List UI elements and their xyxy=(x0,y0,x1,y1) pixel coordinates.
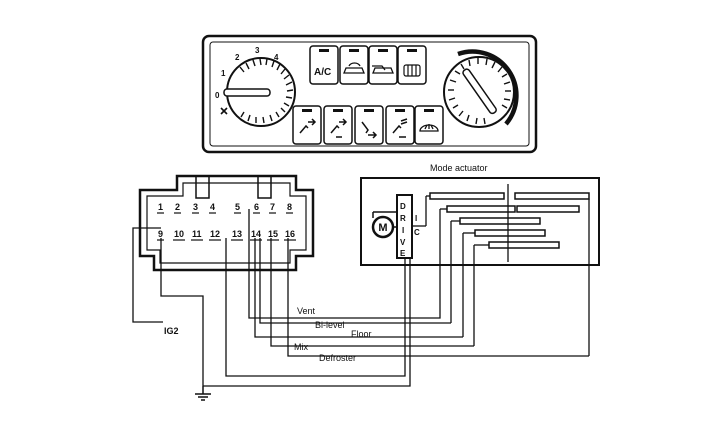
fan-dial-number: 0 xyxy=(215,91,220,100)
connector-pin-12: 12 xyxy=(210,229,220,239)
svg-text:D: D xyxy=(400,202,406,211)
mix-mode-icon xyxy=(392,118,408,138)
climate-control-panel: 0 1 2 3 4 A/C xyxy=(201,34,538,154)
floor-mode-icon xyxy=(361,121,378,139)
svg-text:E: E xyxy=(400,249,406,258)
connector-pin-10: 10 xyxy=(174,229,184,239)
connector-latch xyxy=(257,175,272,199)
connector-pin-14: 14 xyxy=(251,229,261,239)
svg-text:A/C: A/C xyxy=(314,67,331,78)
indicator-led xyxy=(319,49,329,52)
wiring-harness xyxy=(132,209,589,387)
wire-label-ig2: IG2 xyxy=(164,326,179,336)
svg-text:R: R xyxy=(400,214,406,223)
connector-latch xyxy=(195,175,210,199)
motor-icon: M xyxy=(371,211,398,239)
indicator-led xyxy=(395,109,405,112)
rear-defrost-icon xyxy=(403,64,421,77)
recirc-car-icon xyxy=(343,62,365,74)
svg-text:M: M xyxy=(378,222,387,234)
connector-pin-11: 11 xyxy=(192,229,202,239)
mode-button-row xyxy=(292,105,444,145)
ac-button[interactable]: A/C xyxy=(309,45,339,85)
svg-text:I: I xyxy=(402,226,404,235)
connector-pin-16: 16 xyxy=(285,229,295,239)
mode-actuator: Mode actuator M D R I V E I C xyxy=(360,163,600,356)
fan-dial-number: 2 xyxy=(235,53,240,62)
bi-level-mode-button[interactable] xyxy=(323,105,353,145)
connector-pin-8: 8 xyxy=(287,202,292,212)
mix-mode-button[interactable] xyxy=(385,105,415,145)
fan-dial-pointer xyxy=(223,88,271,97)
connector-pin-4: 4 xyxy=(210,202,215,212)
actuator-internal-wiring xyxy=(412,184,590,356)
connector-pin-9: 9 xyxy=(158,229,163,239)
indicator-led xyxy=(364,109,374,112)
rear-defrost-button[interactable] xyxy=(397,45,427,85)
fan-dial-number: 1 xyxy=(221,69,226,78)
svg-text:C: C xyxy=(414,228,420,237)
wire-label-bi-level: Bi-level xyxy=(315,320,345,330)
connector-pin-2: 2 xyxy=(175,202,180,212)
connector-pin-3: 3 xyxy=(193,202,198,212)
svg-text:V: V xyxy=(400,238,406,247)
wire-label-defroster: Defroster xyxy=(319,353,356,363)
indicator-led xyxy=(349,49,359,52)
connector-pin-5: 5 xyxy=(235,202,240,212)
fan-off-icon xyxy=(220,107,228,115)
indicator-led xyxy=(378,49,388,52)
vent-mode-button[interactable] xyxy=(292,105,322,145)
ground-symbol xyxy=(195,386,211,401)
indicator-led xyxy=(407,49,417,52)
bi-level-mode-icon xyxy=(330,118,348,138)
temperature-dial-pointer xyxy=(462,68,497,115)
svg-text:I: I xyxy=(415,214,417,223)
wire-label-vent: Vent xyxy=(297,306,316,316)
wire-label-mix: Mix xyxy=(294,342,308,352)
indicator-led xyxy=(424,109,434,112)
defrost-mode-icon xyxy=(419,124,439,132)
defrost-mode-button[interactable] xyxy=(414,105,444,145)
connector-pin-1: 1 xyxy=(158,202,163,212)
connector-pin-7: 7 xyxy=(270,202,275,212)
indicator-led xyxy=(302,109,312,112)
fan-dial-number: 4 xyxy=(274,53,279,62)
fan-speed-dial[interactable] xyxy=(223,57,296,127)
top-button-row: A/C xyxy=(309,45,427,85)
connector-pin-15: 15 xyxy=(268,229,278,239)
fresh-air-car-icon xyxy=(372,65,394,74)
fresh-air-button[interactable] xyxy=(368,45,398,85)
temperature-dial[interactable] xyxy=(443,49,519,128)
floor-mode-button[interactable] xyxy=(354,105,384,145)
indicator-led xyxy=(333,109,343,112)
recirc-button[interactable] xyxy=(339,45,369,85)
mode-actuator-title: Mode actuator xyxy=(430,163,488,173)
wire-label-floor: Floor xyxy=(351,329,372,339)
vent-mode-icon xyxy=(299,118,317,134)
fan-dial-number: 3 xyxy=(255,46,260,55)
connector-pin-6: 6 xyxy=(254,202,259,212)
connector-pin-13: 13 xyxy=(232,229,242,239)
